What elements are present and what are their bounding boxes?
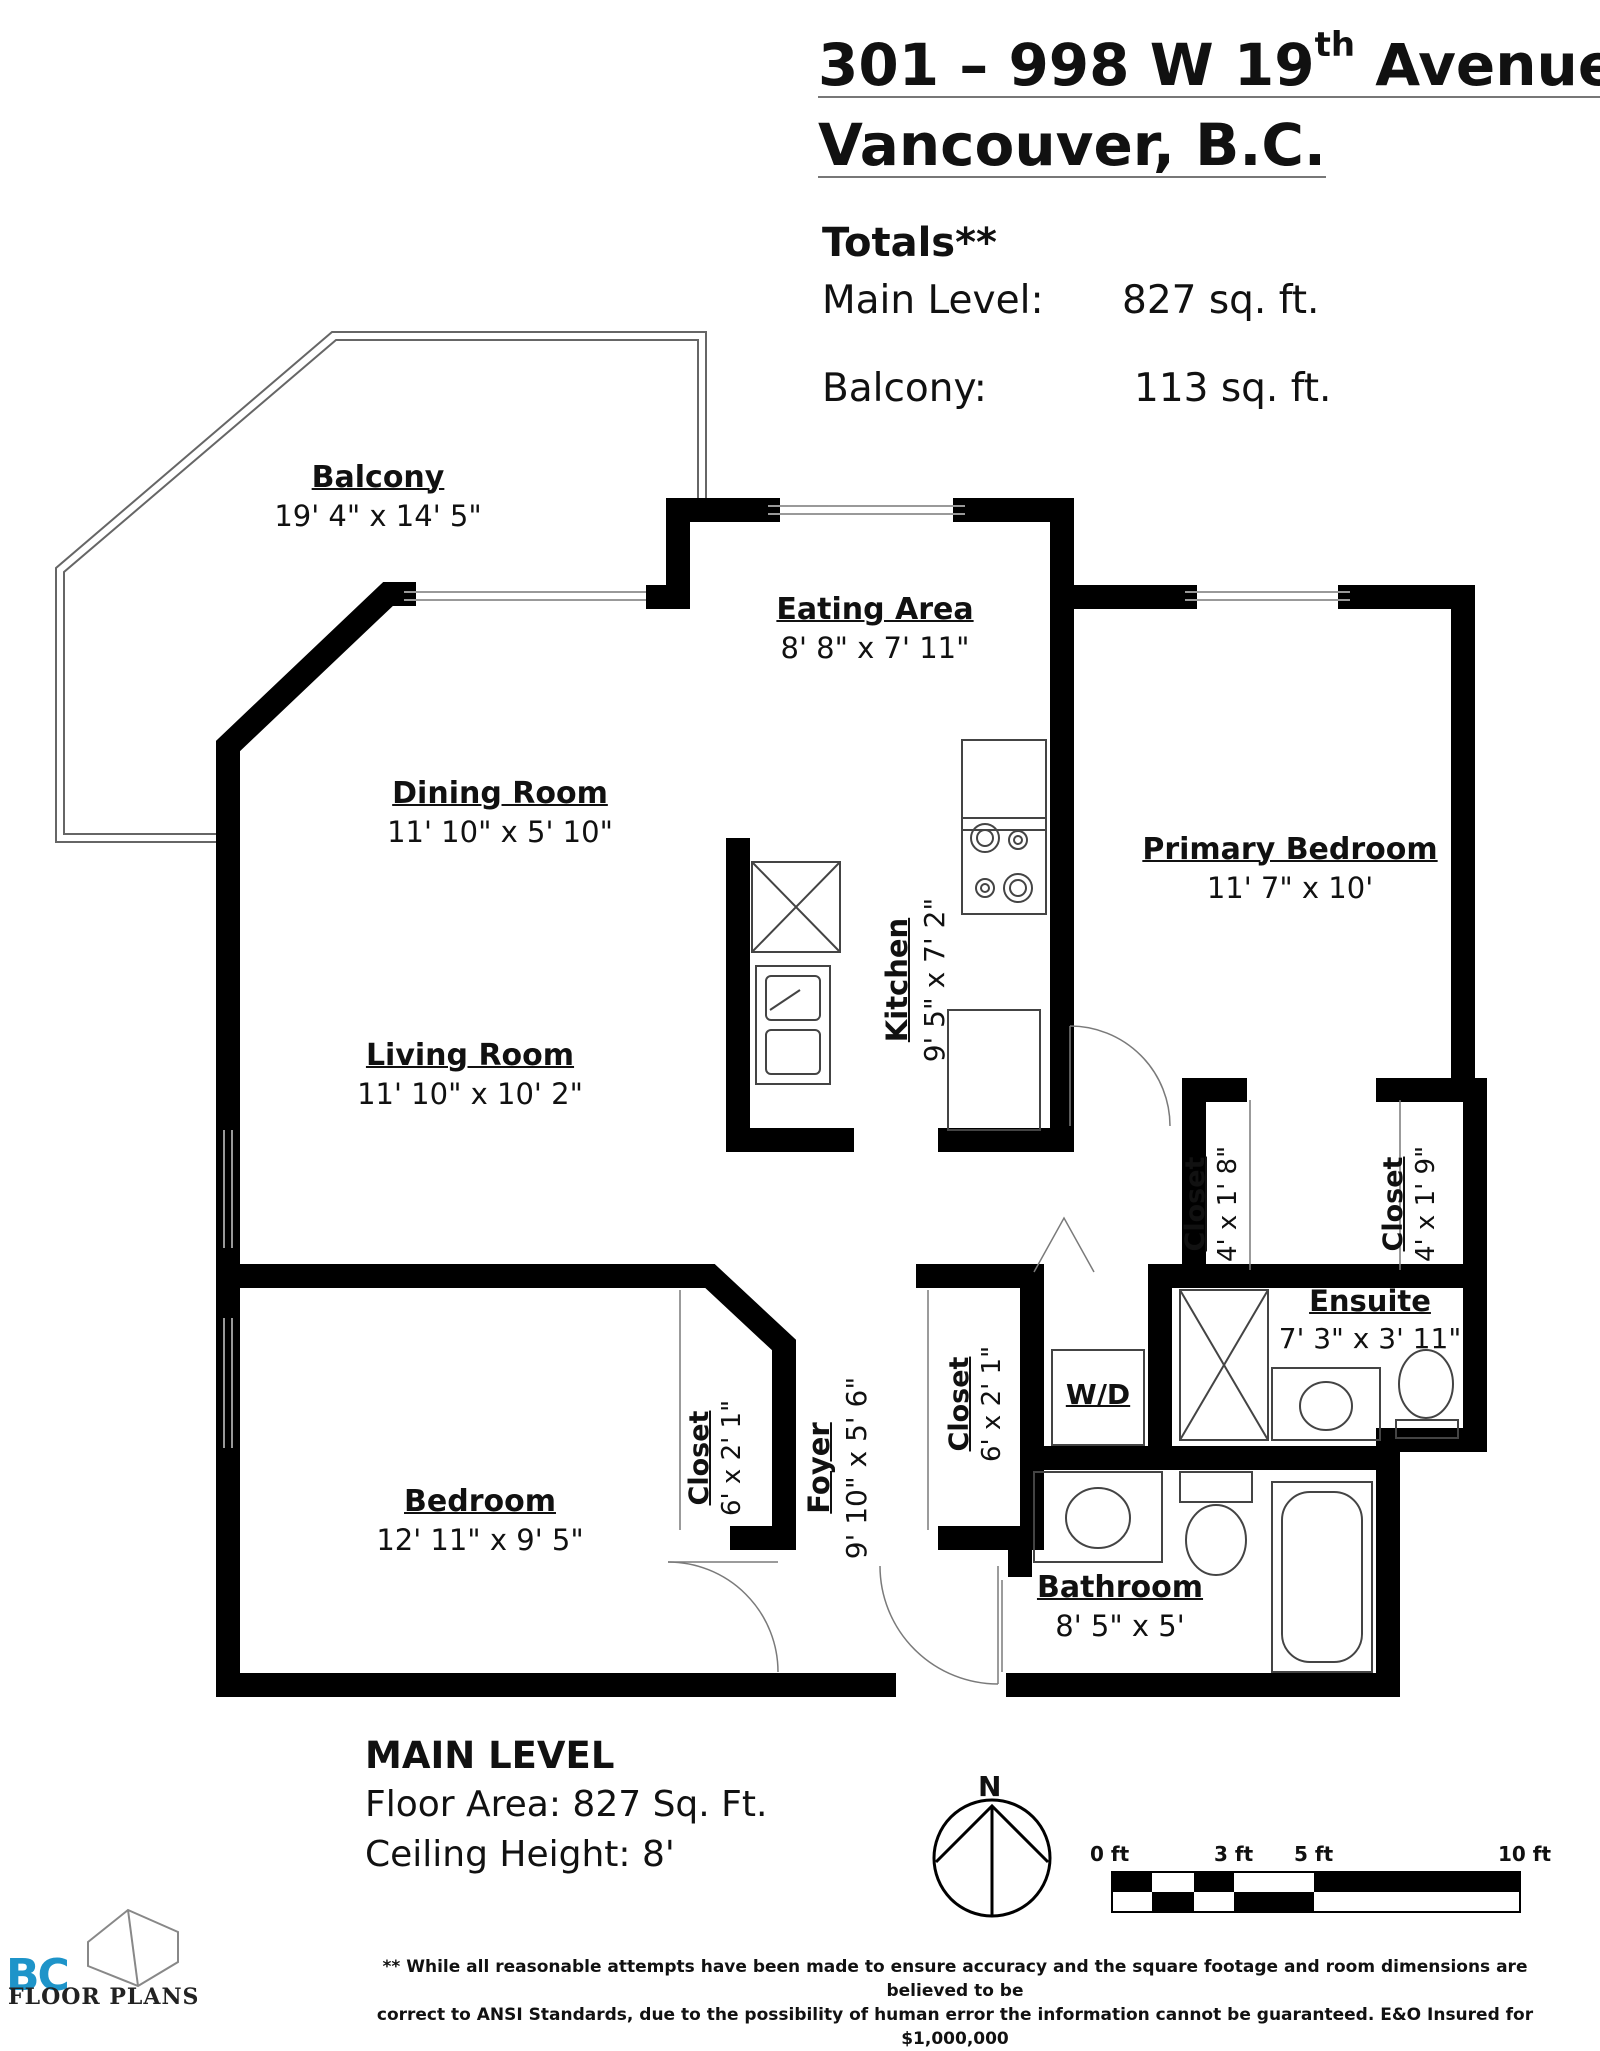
logo-graphic <box>87 1908 179 1988</box>
logo-mark: BC <box>6 1950 70 2001</box>
balcony-outline <box>55 331 707 843</box>
room-closet-c: Closet 6' x 2' 1" <box>684 1399 747 1517</box>
walls <box>216 498 1487 1697</box>
room-living-room: Living Room 11' 10" x 10' 2" <box>357 1038 583 1111</box>
level-heading: MAIN LEVEL <box>365 1734 615 1777</box>
totals-balcony-label: Balcony: <box>822 366 987 411</box>
level-ceiling: Ceiling Height: 8' <box>365 1834 675 1875</box>
totals-balcony-value: 113 sq. ft. <box>1134 366 1332 411</box>
room-kitchen: Kitchen 9' 5" x 7' 2" <box>880 897 951 1063</box>
room-bedroom: Bedroom 12' 11" x 9' 5" <box>376 1484 584 1557</box>
room-wd: W/D <box>1065 1378 1131 1411</box>
address-line-2: Vancouver, B.C. <box>818 111 1326 179</box>
room-closet-a: Closet 4' x 1' 8" <box>1180 1145 1243 1263</box>
room-dining-room: Dining Room 11' 10" x 5' 10" <box>387 776 613 849</box>
room-eating-area: Eating Area 8' 8" x 7' 11" <box>776 592 974 665</box>
kitchen-fixtures <box>751 739 1047 1131</box>
scale-bar <box>1111 1871 1521 1913</box>
room-ensuite: Ensuite 7' 3" x 3' 11" <box>1278 1284 1462 1355</box>
logo-name: FLOOR PLANS <box>8 1984 200 2010</box>
totals-main-value: 827 sq. ft. <box>1122 278 1320 323</box>
room-balcony: Balcony 19' 4" x 14' 5" <box>274 460 482 533</box>
scale-tick-3: 3 ft <box>1214 1842 1254 1866</box>
room-bathroom: Bathroom 8' 5" x 5' <box>1036 1570 1204 1643</box>
bathroom-fixtures <box>1033 1471 1373 1673</box>
door-swings <box>667 1025 1401 1685</box>
disclaimer: ** While all reasonable attempts have be… <box>376 1957 1534 2049</box>
compass-label: N <box>978 1770 1002 1803</box>
totals-heading: Totals** <box>822 220 997 266</box>
level-floor-area: Floor Area: 827 Sq. Ft. <box>365 1784 768 1825</box>
ensuite-fixtures <box>1179 1289 1459 1441</box>
address-line-1: 301 – 998 W 19th Avenue, <box>818 28 1600 98</box>
room-primary-bedroom: Primary Bedroom 11' 7" x 10' <box>1142 832 1438 905</box>
room-closet-d: Closet 6' x 2' 1" <box>944 1345 1007 1463</box>
totals-main-label: Main Level: <box>822 278 1044 323</box>
compass <box>932 1798 1052 1918</box>
room-closet-b: Closet 4' x 1' 9" <box>1378 1145 1441 1263</box>
washer-dryer <box>1051 1349 1145 1446</box>
scale-tick-5: 5 ft <box>1294 1842 1334 1866</box>
scale-tick-0: 0 ft <box>1090 1842 1130 1866</box>
scale-tick-10: 10 ft <box>1498 1842 1552 1866</box>
room-foyer: Foyer 9' 10" x 5' 6" <box>802 1376 873 1560</box>
windows <box>223 505 1350 1448</box>
